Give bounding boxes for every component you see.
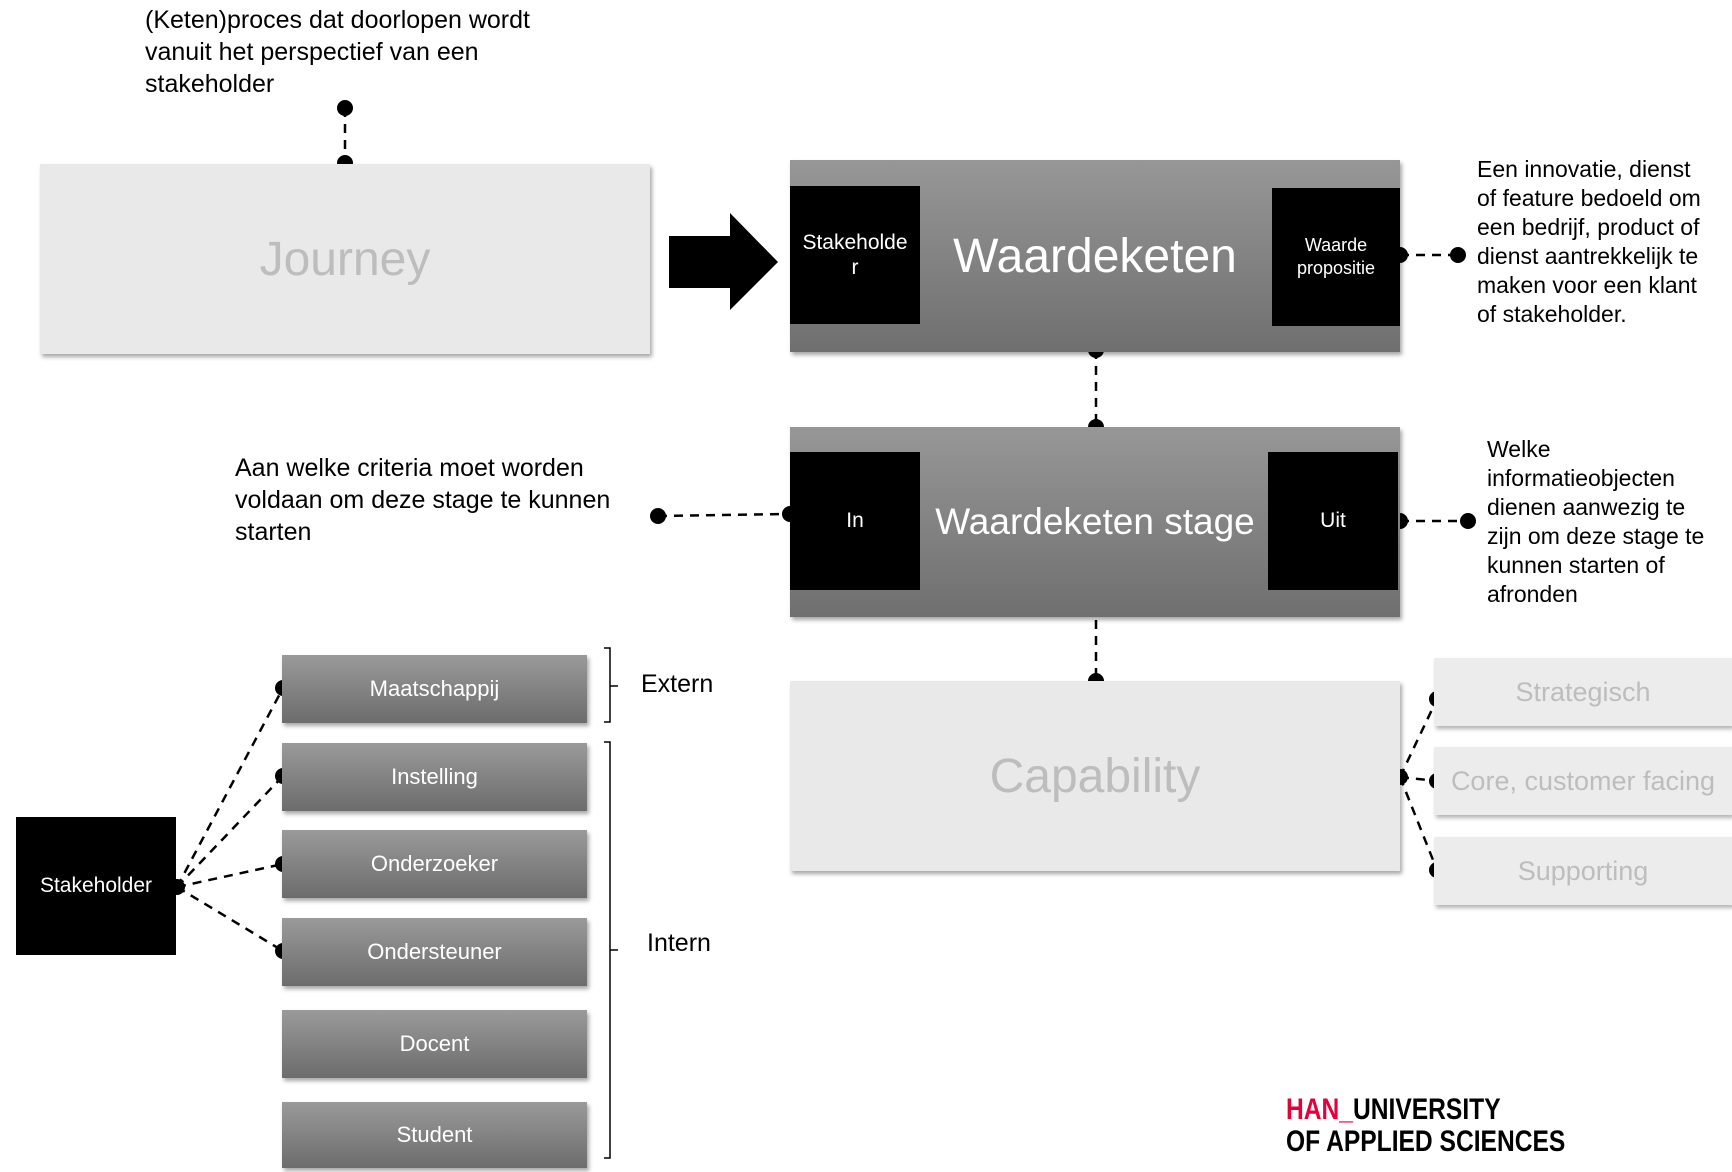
stage-in-box: In <box>790 452 920 590</box>
stakeholder-item-label: Onderzoeker <box>370 851 499 876</box>
han-logo: HAN_UNIVERSITY OF APPLIED SCIENCES <box>1286 1094 1627 1157</box>
logo-line1: UNIVERSITY <box>1352 1093 1501 1126</box>
stakeholder-item-label: Ondersteuner <box>367 939 502 964</box>
extern-label: Extern <box>641 670 714 698</box>
flow-arrow <box>669 213 778 310</box>
journey-box: Journey <box>40 164 650 354</box>
stage-out-note: Welke informatieobjecten dienen aanwezig… <box>1487 436 1705 607</box>
stakeholder-item-label: Maatschappij <box>369 676 500 701</box>
capability-type-label: Core, customer facing <box>1450 765 1716 796</box>
capability-type-core: Core, customer facing <box>1434 747 1732 815</box>
stakeholder-item: Ondersteuner <box>282 918 587 986</box>
capability-type-strategisch: Strategisch <box>1434 658 1732 726</box>
stakeholder-item: Instelling <box>282 743 587 811</box>
stage-in-label: In <box>846 509 864 532</box>
journey-note: (Keten)proces dat doorlopen wordt vanuit… <box>145 6 530 98</box>
stakeholder-item-label: Instelling <box>391 764 478 789</box>
intern-label: Intern <box>647 929 711 957</box>
logo-line2: OF APPLIED SCIENCES <box>1286 1124 1566 1158</box>
stage-out-label: Uit <box>1320 509 1346 532</box>
capability-type-supporting: Supporting <box>1434 837 1732 905</box>
stakeholder-root-box: Stakeholder <box>16 817 176 955</box>
journey-label: Journey <box>259 232 431 286</box>
waardeketen-label: Waardeketen <box>953 229 1237 283</box>
waardeketen-note: Een innovatie, dienst of feature bedoeld… <box>1477 156 1701 327</box>
stakeholder-item-label: Student <box>396 1122 473 1147</box>
stage-out-box: Uit <box>1268 452 1398 590</box>
stage-label: Waardeketen stage <box>935 501 1255 542</box>
stakeholder-item: Maatschappij <box>282 655 587 723</box>
waardeketen-propositie-label: Waarde propositie <box>1296 235 1376 278</box>
logo-accent: HAN_ <box>1286 1093 1353 1126</box>
waardeketen-propositie-box: Waarde propositie <box>1272 188 1400 326</box>
capability-type-label: Supporting <box>1517 855 1649 886</box>
stakeholder-root-label: Stakeholder <box>39 874 153 897</box>
stakeholder-item: Student <box>282 1102 587 1168</box>
stakeholder-item: Docent <box>282 1010 587 1078</box>
stage-in-note: Aan welke criteria moet worden voldaan o… <box>235 454 611 546</box>
waardeketen-stakeholder-box: Stakeholder <box>790 186 920 324</box>
stakeholder-item-label: Docent <box>399 1031 470 1056</box>
capability-label: Capability <box>989 749 1201 803</box>
waardeketen-stakeholder-label: Stakeholder <box>802 231 908 279</box>
capability-type-label: Strategisch <box>1515 676 1651 707</box>
stakeholder-item: Onderzoeker <box>282 830 587 898</box>
capability-box: Capability <box>790 681 1400 871</box>
